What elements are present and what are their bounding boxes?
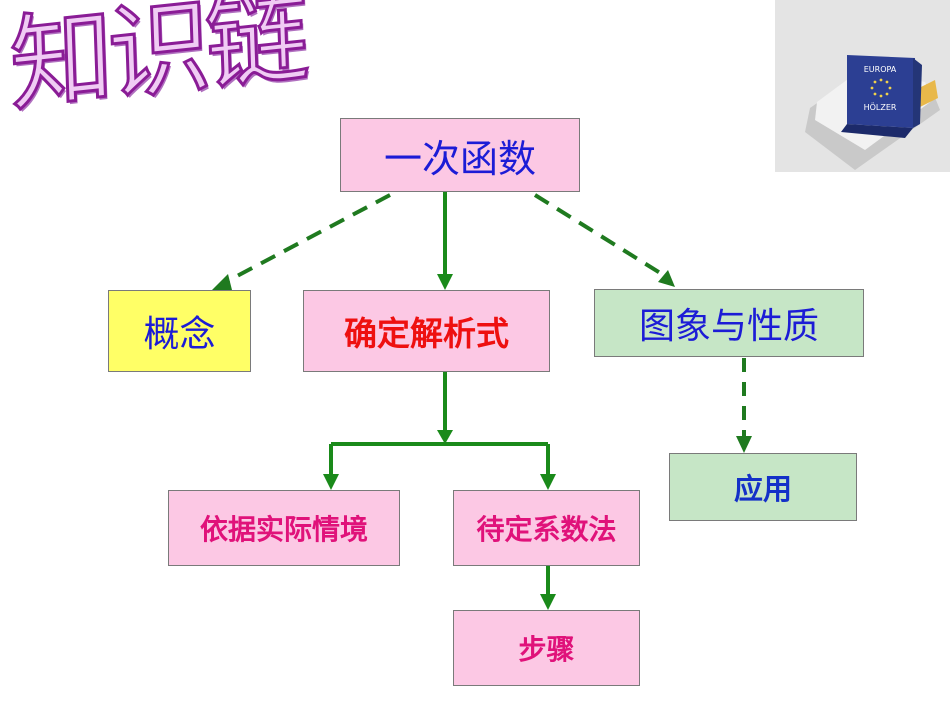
matchbox-image: EUROPA HÖLZER: [805, 55, 940, 170]
undetermined-node-label: 待定系数法: [476, 513, 617, 546]
root-node: 一次函数: [340, 118, 580, 192]
method-node: 确定解析式: [303, 290, 550, 372]
arrow-root-graph: [533, 193, 667, 278]
application-node-label: 应用: [733, 472, 792, 506]
arrow-root-concept: [221, 193, 391, 286]
application-node: 应用: [669, 453, 857, 521]
root-node-label: 一次函数: [383, 136, 536, 181]
steps-node-label: 步骤: [518, 633, 575, 666]
undetermined-node: 待定系数法: [453, 490, 640, 566]
concept-node: 概念: [108, 290, 251, 372]
method-node-label: 确定解析式: [344, 314, 509, 353]
concept-node-label: 概念: [143, 314, 216, 355]
steps-node: 步骤: [453, 610, 640, 686]
graph-node-label: 图象与性质: [638, 306, 819, 347]
real-context-node-label: 依据实际情境: [199, 513, 368, 546]
graph-node: 图象与性质: [594, 289, 864, 357]
matchbox-photo: EUROPA HÖLZER: [775, 0, 950, 172]
real-context-node: 依据实际情境: [168, 490, 400, 566]
book-line2: HÖLZER: [864, 102, 897, 112]
book-line1: EUROPA: [864, 65, 897, 74]
